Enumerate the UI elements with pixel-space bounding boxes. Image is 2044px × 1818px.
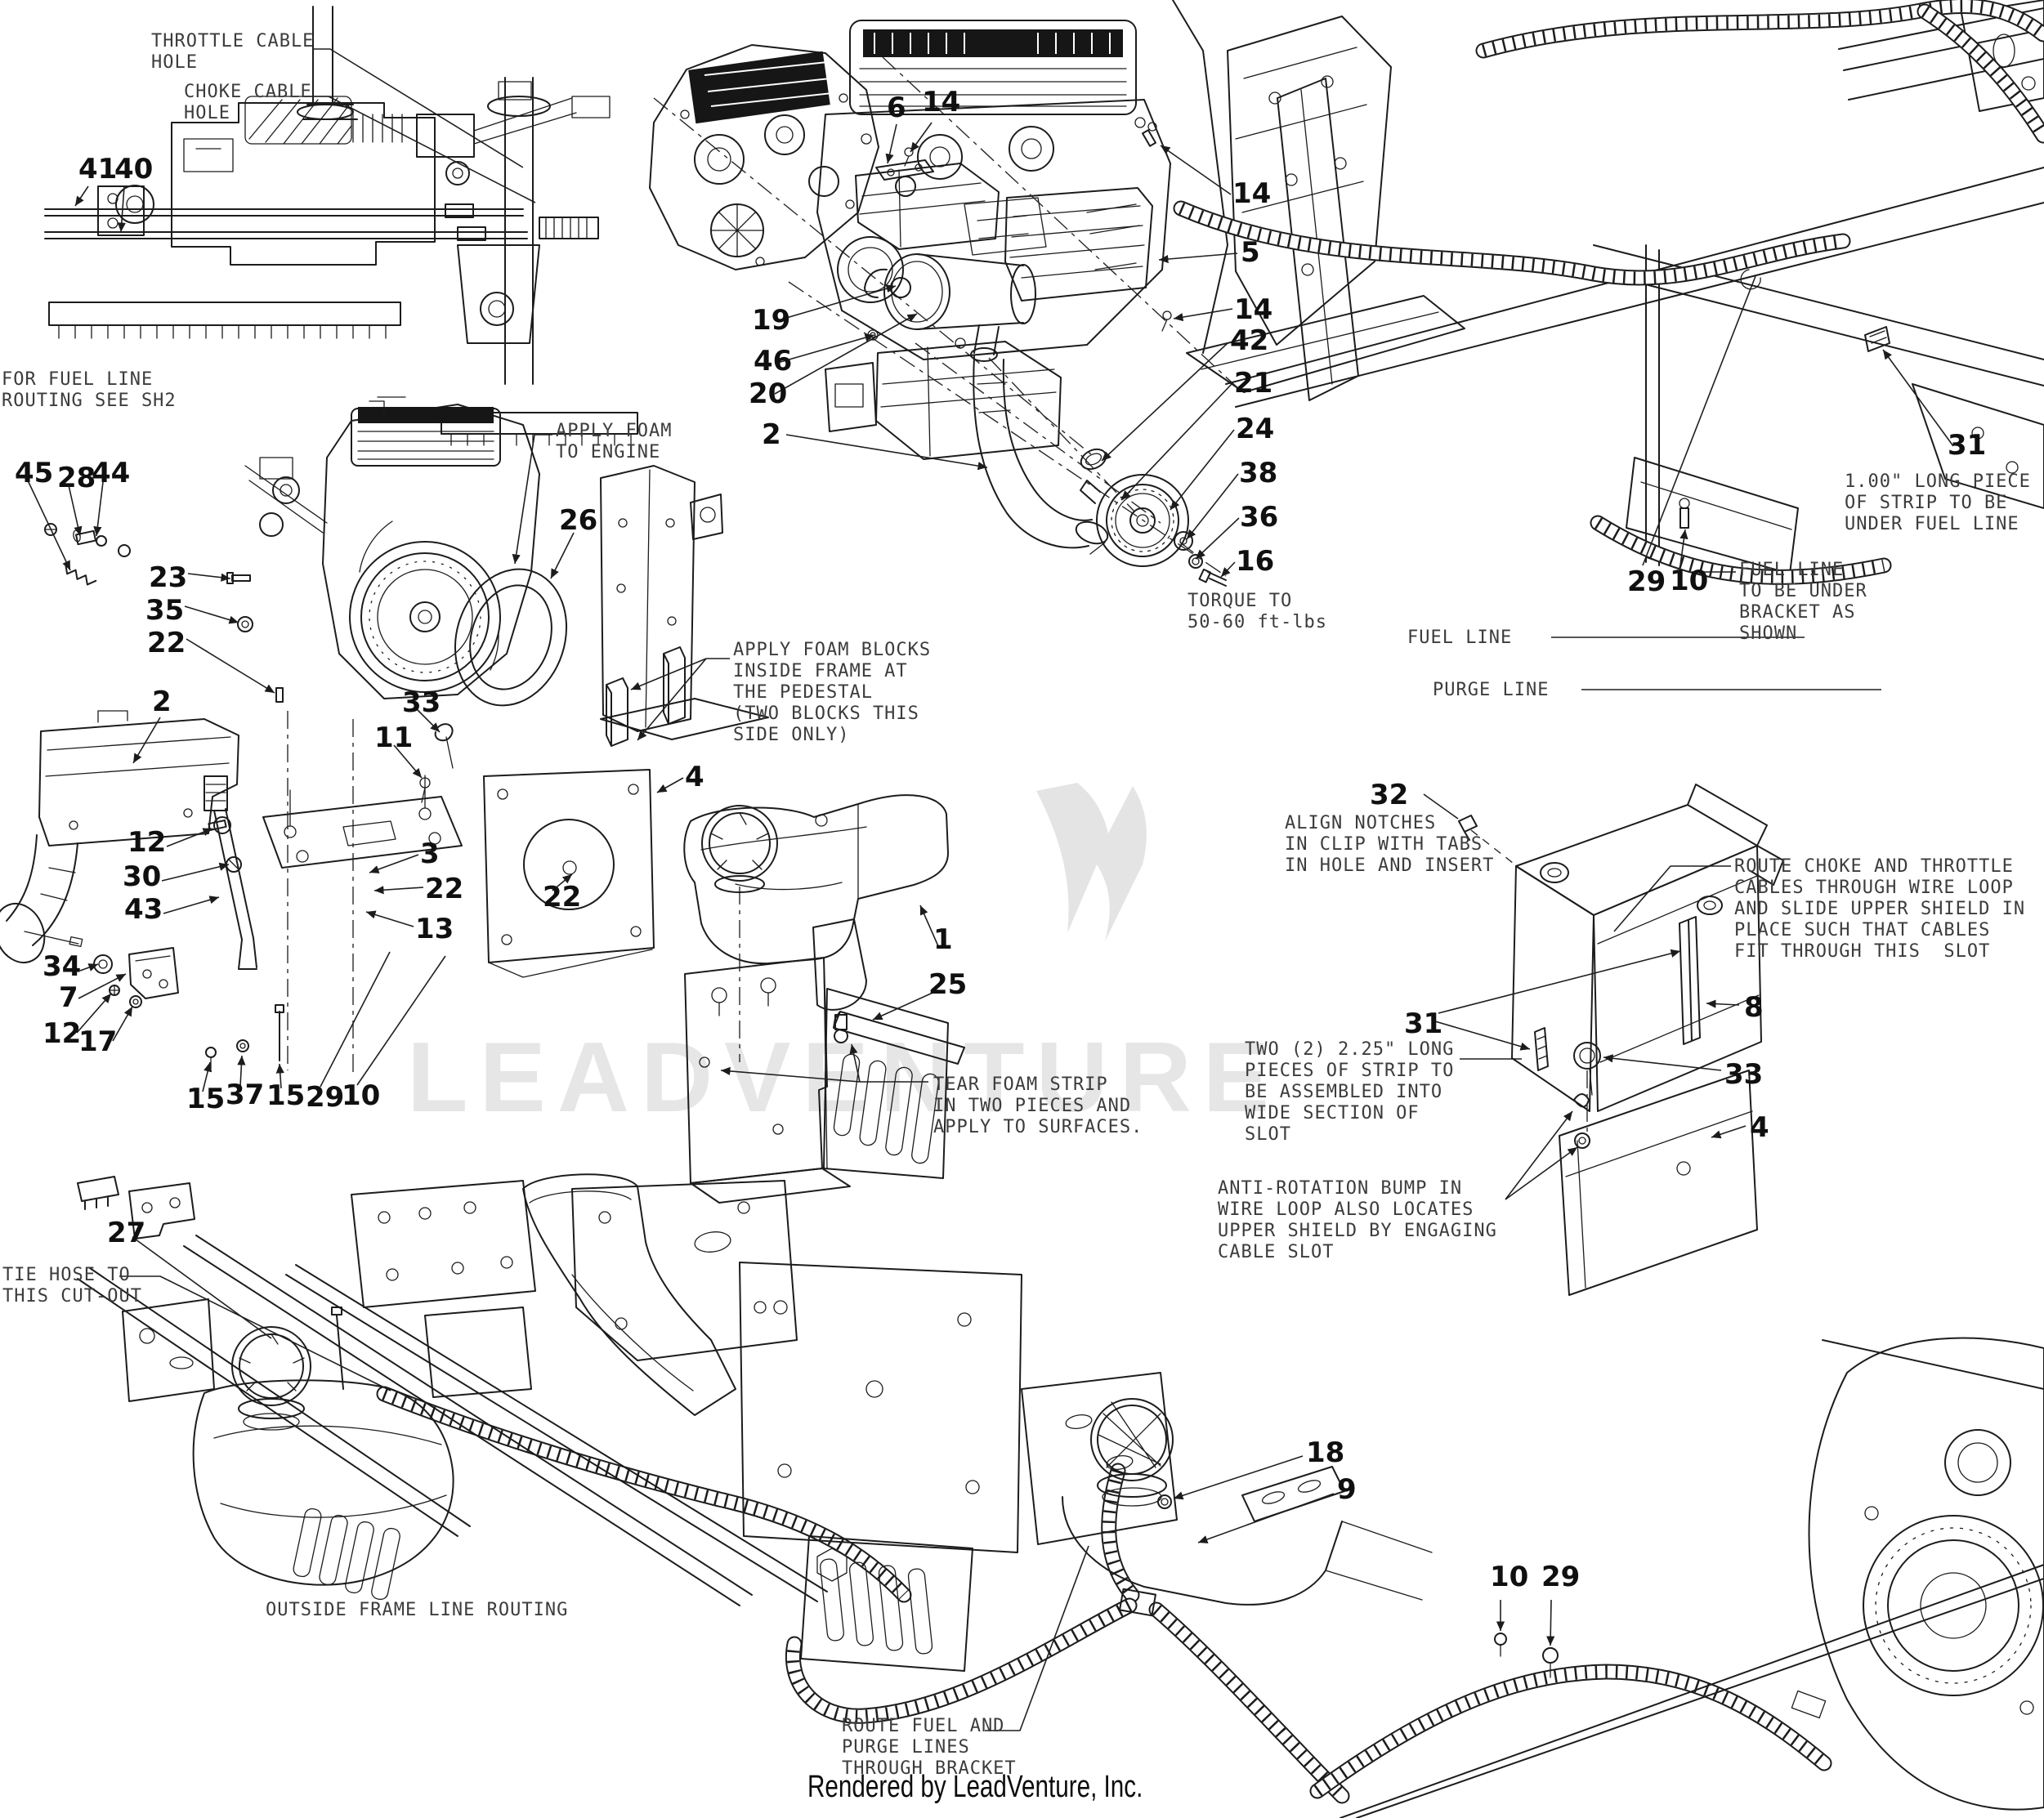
watermark-logo	[1036, 783, 1147, 941]
part-callout-5: 5	[1241, 236, 1260, 269]
part-callout-4: 4	[685, 761, 704, 793]
part-callout-31: 31	[1404, 1007, 1443, 1040]
note-two-strips: TWO (2) 2.25" LONG PIECES OF STRIP TO BE…	[1245, 1039, 1455, 1145]
part-callout-28: 28	[57, 462, 96, 494]
part-callout-18: 18	[1306, 1436, 1345, 1469]
fuel-tank-drawing	[683, 794, 965, 1204]
part-callout-34: 34	[42, 950, 82, 983]
note-strip-one-inch: 1.00" LONG PIECE OF STRIP TO BE UNDER FU…	[1845, 471, 2031, 534]
note-apply-foam-engine: APPLY FOAM TO ENGINE	[556, 421, 673, 462]
note-route-choke: ROUTE CHOKE AND THROTTLE CABLES THROUGH …	[1734, 856, 2026, 962]
note-tear-foam: TEAR FOAM STRIP IN TWO PIECES AND APPLY …	[933, 1074, 1143, 1137]
note-throttle-cable-hole: THROTTLE CABLE HOLE	[151, 31, 315, 73]
part-callout-12: 12	[127, 826, 167, 859]
note-anti-rotation: ANTI-ROTATION BUMP IN WIRE LOOP ALSO LOC…	[1218, 1178, 1497, 1262]
outside-frame-routing-drawing	[77, 1176, 828, 1606]
part-callout-31: 31	[1948, 429, 1987, 462]
part-callout-2: 2	[762, 418, 781, 451]
part-callout-29: 29	[306, 1081, 345, 1114]
part-callout-27: 27	[107, 1217, 146, 1249]
upper-shield-drawing	[1458, 784, 1784, 1296]
credit-line: Rendered by LeadVenture, Inc.	[807, 1770, 1143, 1804]
part-callout-8: 8	[1744, 991, 1764, 1024]
note-purge-line: PURGE LINE	[1433, 680, 1550, 700]
leader-lines	[27, 48, 1954, 1731]
part-callout-19: 19	[752, 304, 791, 337]
part-callout-12: 12	[42, 1017, 82, 1050]
part-callout-22: 22	[543, 881, 582, 913]
note-choke-cable-hole: CHOKE CABLE HOLE	[184, 82, 312, 123]
part-callout-23: 23	[149, 561, 188, 594]
part-callout-36: 36	[1240, 501, 1279, 534]
note-fuel-line-routing: FOR FUEL LINE ROUTING SEE SH2	[2, 369, 177, 411]
part-callout-38: 38	[1239, 457, 1278, 489]
part-callout-42: 42	[1230, 324, 1269, 357]
part-callout-22: 22	[147, 627, 186, 659]
part-callout-2: 2	[152, 686, 172, 718]
engine-pedestal-exploded-drawing	[0, 396, 769, 1075]
part-callout-37: 37	[226, 1079, 265, 1111]
part-callout-32: 32	[1370, 779, 1409, 811]
part-callout-7: 7	[59, 981, 78, 1014]
part-callout-29: 29	[1627, 565, 1666, 598]
note-apply-foam-blocks: APPLY FOAM BLOCKS INSIDE FRAME AT THE PE…	[733, 640, 932, 745]
part-callout-43: 43	[124, 893, 163, 926]
note-outside-frame: OUTSIDE FRAME LINE ROUTING	[266, 1600, 569, 1620]
part-callout-26: 26	[559, 504, 598, 537]
part-callout-14: 14	[922, 86, 961, 118]
part-callout-15: 15	[266, 1079, 306, 1112]
part-callout-29: 29	[1541, 1561, 1581, 1593]
part-callout-10: 10	[342, 1079, 381, 1112]
part-callout-6: 6	[887, 92, 906, 124]
part-callout-25: 25	[928, 968, 968, 1001]
part-callout-21: 21	[1234, 367, 1273, 400]
part-callout-3: 3	[420, 838, 440, 870]
part-callout-41: 41	[78, 153, 118, 185]
part-callout-33: 33	[402, 686, 441, 719]
part-callout-40: 40	[114, 153, 154, 185]
part-callout-15: 15	[186, 1083, 226, 1115]
part-callout-17: 17	[78, 1025, 118, 1058]
part-callout-11: 11	[374, 721, 414, 754]
note-align-notches: ALIGN NOTCHES IN CLIP WITH TABS IN HOLE …	[1285, 813, 1495, 876]
part-callout-24: 24	[1236, 413, 1275, 445]
part-callout-9: 9	[1337, 1473, 1357, 1506]
part-callout-46: 46	[754, 345, 793, 377]
part-callout-44: 44	[92, 457, 131, 489]
part-callout-1: 1	[933, 923, 953, 956]
bracket-routing-drawing	[522, 1173, 2044, 1818]
part-callout-16: 16	[1236, 545, 1275, 578]
part-callout-10: 10	[1490, 1561, 1529, 1593]
part-callout-45: 45	[15, 457, 54, 489]
note-torque-spec: TORQUE TO 50-60 ft-lbs	[1187, 591, 1327, 632]
part-callout-33: 33	[1724, 1058, 1764, 1091]
engine-top-view-drawing	[44, 6, 638, 446]
part-callout-22: 22	[425, 873, 464, 905]
note-route-fuel: ROUTE FUEL AND PURGE LINES THROUGH BRACK…	[842, 1716, 1017, 1779]
part-callout-13: 13	[415, 913, 454, 945]
part-callout-20: 20	[749, 377, 788, 410]
watermark-text: LEADVENTURE	[407, 1021, 1281, 1132]
part-callout-14: 14	[1232, 177, 1272, 210]
part-callout-35: 35	[145, 594, 185, 627]
part-callout-10: 10	[1670, 565, 1709, 597]
part-callout-4: 4	[1750, 1111, 1769, 1144]
note-fuel-line: FUEL LINE	[1407, 628, 1513, 648]
note-tie-hose: TIE HOSE TO THIS CUT-OUT	[2, 1265, 142, 1307]
part-callout-14: 14	[1234, 293, 1273, 326]
part-callout-30: 30	[123, 860, 162, 893]
engine-on-frame-drawing	[816, 0, 2044, 574]
note-fuel-under-bracket: FUEL LINE TO BE UNDER BRACKET AS SHOWN	[1739, 560, 1867, 644]
